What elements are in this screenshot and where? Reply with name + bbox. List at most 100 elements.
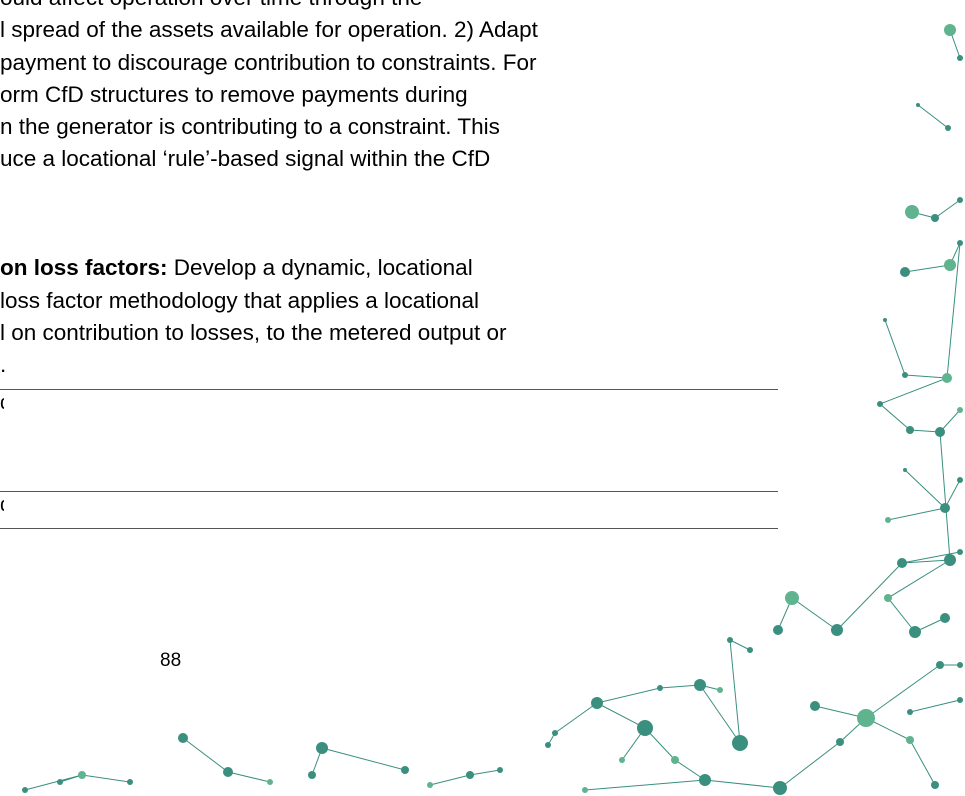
network-link [934,199,961,219]
network-link [909,429,941,433]
network-node [957,549,963,555]
network-link [674,759,706,781]
network-link [321,747,406,771]
network-node [836,738,844,746]
network-link [554,702,598,734]
network-link [699,684,741,744]
paragraph-line-5: n the generator is contributing to a con… [0,114,500,139]
paragraph-line-2: l spread of the assets available for ope… [0,17,538,42]
network-link [904,469,946,509]
network-node [316,742,328,754]
network-node [905,205,919,219]
network-node [732,735,748,751]
network-node [940,613,950,623]
table-rule-bottom [0,528,778,529]
network-node [401,766,409,774]
network-node [699,774,711,786]
network-link [81,774,131,783]
network-link [879,377,948,405]
network-node [671,756,679,764]
network-node [552,730,558,736]
network-node [785,591,799,605]
network-node [885,517,891,523]
network-link [729,639,751,651]
network-link [24,774,83,791]
section-line-3: l on contribution to losses, to the mete… [0,320,507,345]
network-node [877,401,883,407]
network-node [466,771,474,779]
network-node [857,709,875,727]
network-node [957,240,963,246]
network-link [904,264,951,273]
network-link [729,639,741,744]
network-node [900,267,910,277]
network-node [657,685,663,691]
network-link [659,684,701,689]
network-node [906,736,914,744]
network-node [957,697,963,703]
network-link [884,319,906,376]
network-link [904,374,948,379]
network-node [267,779,273,785]
paragraph-line-6: uce a locational ‘rule’-based signal wit… [0,146,491,171]
network-link [909,739,936,786]
network-node [727,637,733,643]
section-line-4: . [0,352,7,377]
network-node [944,554,956,566]
network-link [596,687,661,704]
network-node [773,625,783,635]
network-node [944,259,956,271]
network-node [936,661,944,669]
network-node [957,55,963,61]
network-node [935,427,945,437]
network-link [879,403,911,431]
network-node [694,679,706,691]
network-link [227,771,271,783]
network-node [957,662,963,668]
network-node [545,742,551,748]
network-node [957,197,963,203]
network-node [903,468,907,472]
network-node [916,103,920,107]
network-node [909,626,921,638]
network-node [931,781,939,789]
network-node [810,701,820,711]
network-node [831,624,843,636]
network-node [747,647,753,653]
network-link [901,559,951,564]
network-link [704,779,781,789]
network-link [901,551,961,564]
paragraph-line-3: payment to discourage contribution to co… [0,50,537,75]
network-link [584,779,706,791]
network-node [57,779,63,785]
network-node [582,787,588,793]
network-node [907,709,913,715]
network-link [887,507,946,521]
network-link [909,699,961,713]
network-node [427,782,433,788]
section-line-1-text: Develop a dynamic, locational [167,255,473,280]
network-node [931,214,939,222]
network-link [791,597,838,631]
section-line-2: loss factor methodology that applies a l… [0,288,480,313]
network-link [429,774,471,786]
network-link [596,702,646,729]
network-node [906,426,914,434]
network-link [779,741,841,789]
table-cell-mark-2: d [0,494,4,516]
table-cell-mark-1: d [0,392,4,414]
network-node [637,720,653,736]
network-node [497,767,503,773]
network-node [940,503,950,513]
network-link [944,479,961,509]
network-node [308,771,316,779]
network-link [946,242,961,379]
network-node [884,594,892,602]
section-heading: on loss factors: [0,255,168,280]
network-node [897,558,907,568]
network-link [887,559,951,599]
network-node [619,757,625,763]
network-link [939,431,951,561]
network-node [942,373,952,383]
